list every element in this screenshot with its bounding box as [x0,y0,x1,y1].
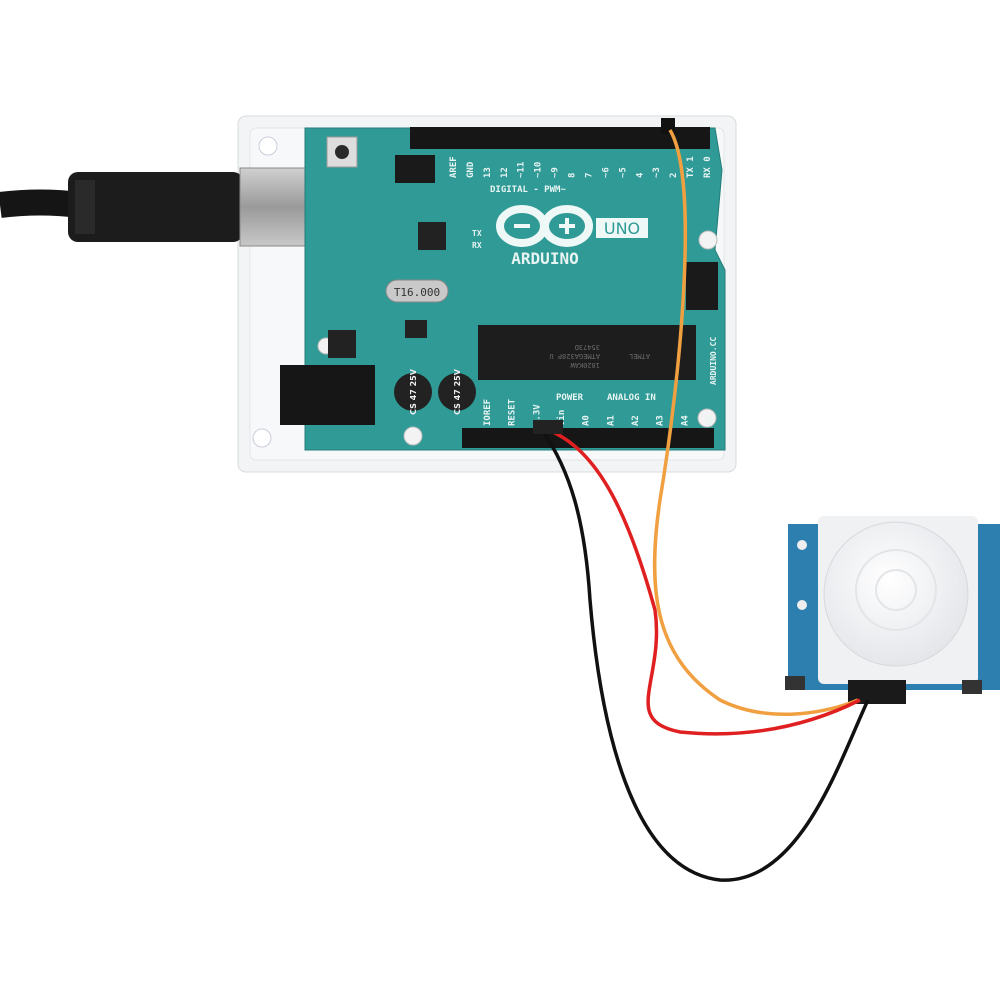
pir-sensor-module [785,516,1000,704]
website-label: ARDUINO.CC [709,337,718,385]
fresnel-dome [823,521,969,667]
chip-line1: 35473D [575,343,600,351]
usb-plug [68,172,243,242]
capacitor-1 [394,373,432,411]
pin-label: A0 [582,415,592,426]
pin-label: A1 [606,415,616,426]
tx-label: TX [472,229,482,238]
top-pin-labels: AREF GND 13 12 ~11 ~10 ~9 8 7 ~6 ~5 4 ~3 2 TX 1 RX 0 [449,156,713,178]
pin-label: A2 [631,415,641,426]
power-label: POWER [556,393,584,403]
pin-label: A4 [680,415,690,426]
pin-label: ~10 [534,162,544,178]
arduino-uno-board: T16.000 CS 47 25V CS 47 25V 35473D ATMEG… [280,127,726,451]
pin-label: ~11 [517,162,527,178]
pin-label: ~6 [601,167,611,178]
pin-label: A3 [656,415,666,426]
analog-label: ANALOG IN [607,393,656,403]
capacitor-2-label: CS 47 25V [453,368,462,415]
rx-label: RX [472,241,482,250]
crystal-label: T16.000 [394,286,440,299]
capacitor-1-label: CS 47 25V [409,368,418,415]
arduino-logo [496,205,593,247]
pin-label: 13 [483,167,493,178]
pin-label: 12 [500,167,510,178]
pin-label: TX 1 [686,156,696,178]
pin-label: 7 [584,173,594,178]
power-analog-header [462,428,714,448]
digital-header [410,127,710,149]
pin-label: IOREF [483,399,493,426]
usb-cable [0,167,361,247]
digital-label: DIGITAL - PWM~ [490,185,566,195]
pin-label: 8 [568,173,578,178]
minus-icon [514,224,530,228]
power-wire-connector [533,420,563,434]
pin-label: ~3 [652,167,662,178]
model-label: UNO [604,219,640,238]
red-wire [547,428,861,736]
icsp-header-2 [686,262,718,310]
pin-label: 4 [635,172,645,178]
bottom-pin-labels: IOREF RESET 3.3V Vin A0 A1 A2 A3 A4 A5 [483,398,715,426]
icsp-header [395,155,435,183]
logo-text: ARDUINO [511,249,578,268]
pin-label: RX 0 [703,156,713,178]
orange-wire [652,129,859,716]
pin-label: GND [466,161,476,178]
chip-line3: 1820KAW [570,361,600,369]
dc-power-jack [280,365,375,425]
pin-label: AREF [449,156,459,178]
pin-label: ~9 [551,167,561,178]
pin-label: A5 [705,415,715,426]
crystal [385,279,449,303]
black-wire [540,428,870,882]
pin-label: RESET [508,398,518,426]
chip-brand: ATMEL [629,352,650,360]
atmega-chip: 35473D ATMEGA328P U 1820KAW ATMEL [478,325,696,380]
chip-line2: ATMEGA328P U [549,352,600,360]
pin-label: 3.3V [532,404,542,426]
pin-label: ~5 [618,167,628,178]
jumper-wires [533,118,870,882]
pin-label: Vin [556,410,567,426]
voltage-regulator [328,330,356,358]
usb-chip [418,222,446,250]
pin-label: 2 [669,173,679,178]
capacitor-2 [438,373,476,411]
